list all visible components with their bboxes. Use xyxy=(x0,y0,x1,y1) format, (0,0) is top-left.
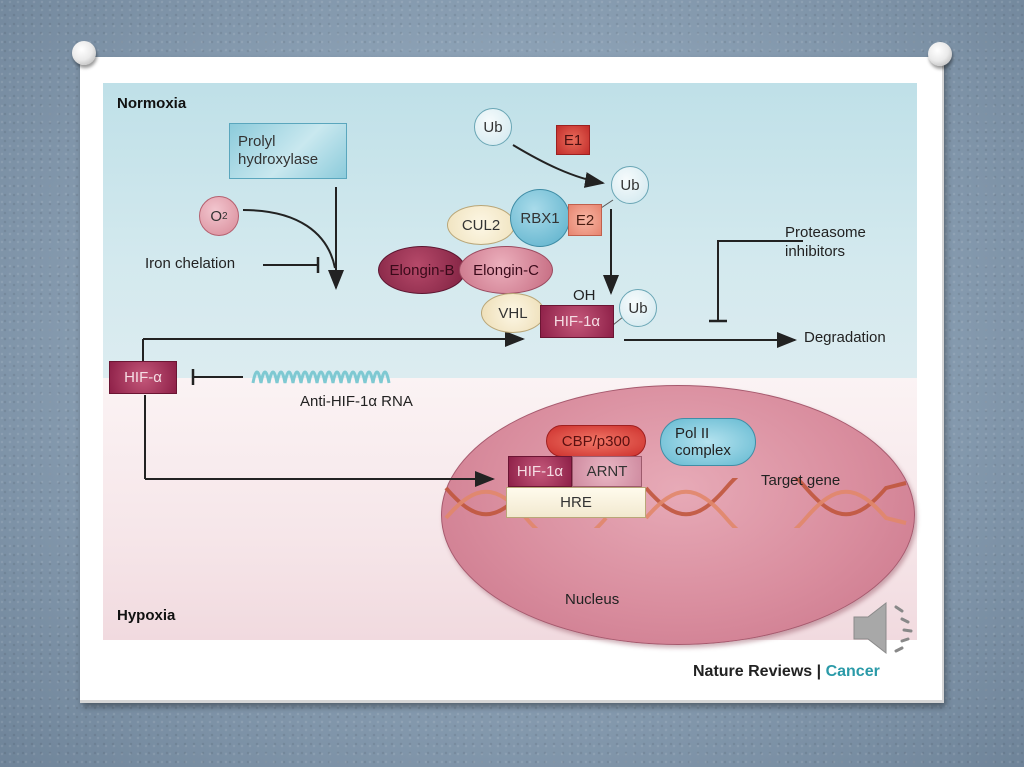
normoxia-title: Normoxia xyxy=(117,95,187,112)
prolyl-hydroxylase-box: Prolyl hydroxylase xyxy=(229,123,347,179)
publisher-name: Nature Reviews xyxy=(693,663,813,680)
pol2-complex-node: Pol II complex xyxy=(660,418,756,466)
journal-name: Cancer xyxy=(825,663,880,680)
o2-label: O xyxy=(210,207,223,225)
e1-node: E1 xyxy=(556,125,590,155)
inhibitors-label: inhibitors xyxy=(785,243,846,260)
nucleus-label: Nucleus xyxy=(565,591,620,608)
hif-pathway-diagram: Normoxia Hypoxia xyxy=(103,83,917,645)
ub-node: Ub xyxy=(474,108,512,146)
o2-arrow xyxy=(242,209,336,269)
pathway-arrows xyxy=(142,144,803,487)
speaker-icon[interactable] xyxy=(850,595,920,661)
hif1a-cytoplasm-node: HIF-1α xyxy=(540,305,614,338)
elongin-b-node: Elongin-B xyxy=(378,246,466,294)
target-gene-label: Target gene xyxy=(761,472,841,489)
elongin-c-node: Elongin-C xyxy=(459,246,553,294)
degradation-label: Degradation xyxy=(804,329,886,346)
arnt-node: ARNT xyxy=(572,456,642,487)
ub-node: Ub xyxy=(619,289,657,327)
complex-label: complex xyxy=(675,442,731,459)
anti-hif-rna-label: Anti-HIF-1α RNA xyxy=(300,393,413,410)
ub-node: Ub xyxy=(611,166,649,204)
hif1a-nucleus-node: HIF-1α xyxy=(508,456,572,487)
e2-node: E2 xyxy=(568,204,602,236)
hif-alpha-node: HIF-α xyxy=(109,361,177,394)
journal-credit: Nature Reviews | Cancer xyxy=(693,663,880,681)
proteasome-inhibit-line xyxy=(717,240,773,320)
credit-separator: | xyxy=(816,663,822,680)
anti-hif-rna-strand xyxy=(251,370,391,384)
proteasome-label: Proteasome xyxy=(785,224,866,241)
cul2-node: CUL2 xyxy=(447,205,515,245)
prolyl-label: Prolyl xyxy=(238,133,276,150)
pushpin-icon xyxy=(72,41,96,65)
proteasome-inhibitors-label: Proteasome inhibitors xyxy=(785,223,866,261)
ub-transfer-arrow xyxy=(512,144,605,188)
hre-node: HRE xyxy=(506,487,646,518)
hydroxylase-label: hydroxylase xyxy=(238,151,319,168)
pushpin-icon xyxy=(928,42,952,66)
pol2-label: Pol II xyxy=(675,425,710,442)
o2-subscript: 2 xyxy=(222,210,228,222)
vhl-node: VHL xyxy=(481,293,545,333)
oh-label: OH xyxy=(573,287,596,304)
iron-chelation-label: Iron chelation xyxy=(145,255,236,272)
hypoxia-title: Hypoxia xyxy=(117,607,176,624)
rbx1-node: RBX1 xyxy=(510,189,570,247)
cbp-p300-node: CBP/p300 xyxy=(546,425,646,457)
